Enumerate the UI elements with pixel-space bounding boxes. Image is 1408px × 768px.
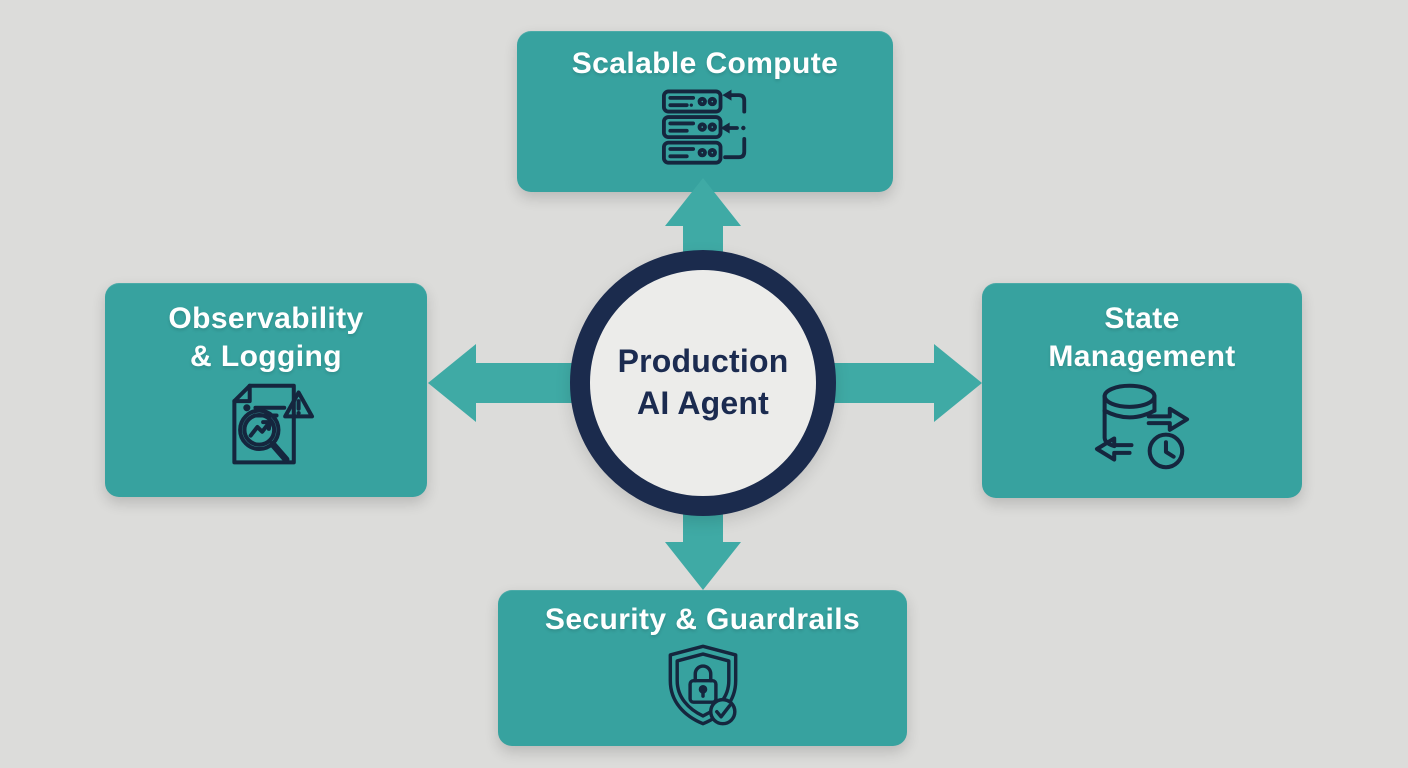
arrow-left-head xyxy=(428,344,476,422)
node-label: Security & Guardrails xyxy=(544,603,861,636)
database-sync-clock-icon xyxy=(1094,383,1190,470)
hub-label-line1: Production xyxy=(617,343,789,380)
node-scalable-compute: Scalable Compute xyxy=(517,31,893,192)
center-node-production-ai-agent: Production AI Agent xyxy=(570,250,836,516)
hub-label: Production AI Agent xyxy=(618,341,789,424)
node-observability-logging: Observability & Logging xyxy=(105,283,427,497)
server-stack-sync-icon xyxy=(661,89,747,166)
log-search-alert-icon xyxy=(232,383,315,465)
arrow-right-head xyxy=(934,344,982,422)
node-state-management: State Management xyxy=(982,283,1302,498)
arrow-down-head xyxy=(665,542,741,590)
node-security-guardrails: Security & Guardrails xyxy=(498,590,907,746)
node-label: Observability & Logging xyxy=(168,302,364,374)
hub-label-line2: AI Agent xyxy=(637,385,769,421)
arrow-up-head xyxy=(665,178,741,226)
node-label: State Management xyxy=(1048,302,1236,374)
shield-lock-check-icon xyxy=(668,644,737,726)
node-label: Scalable Compute xyxy=(571,47,839,80)
